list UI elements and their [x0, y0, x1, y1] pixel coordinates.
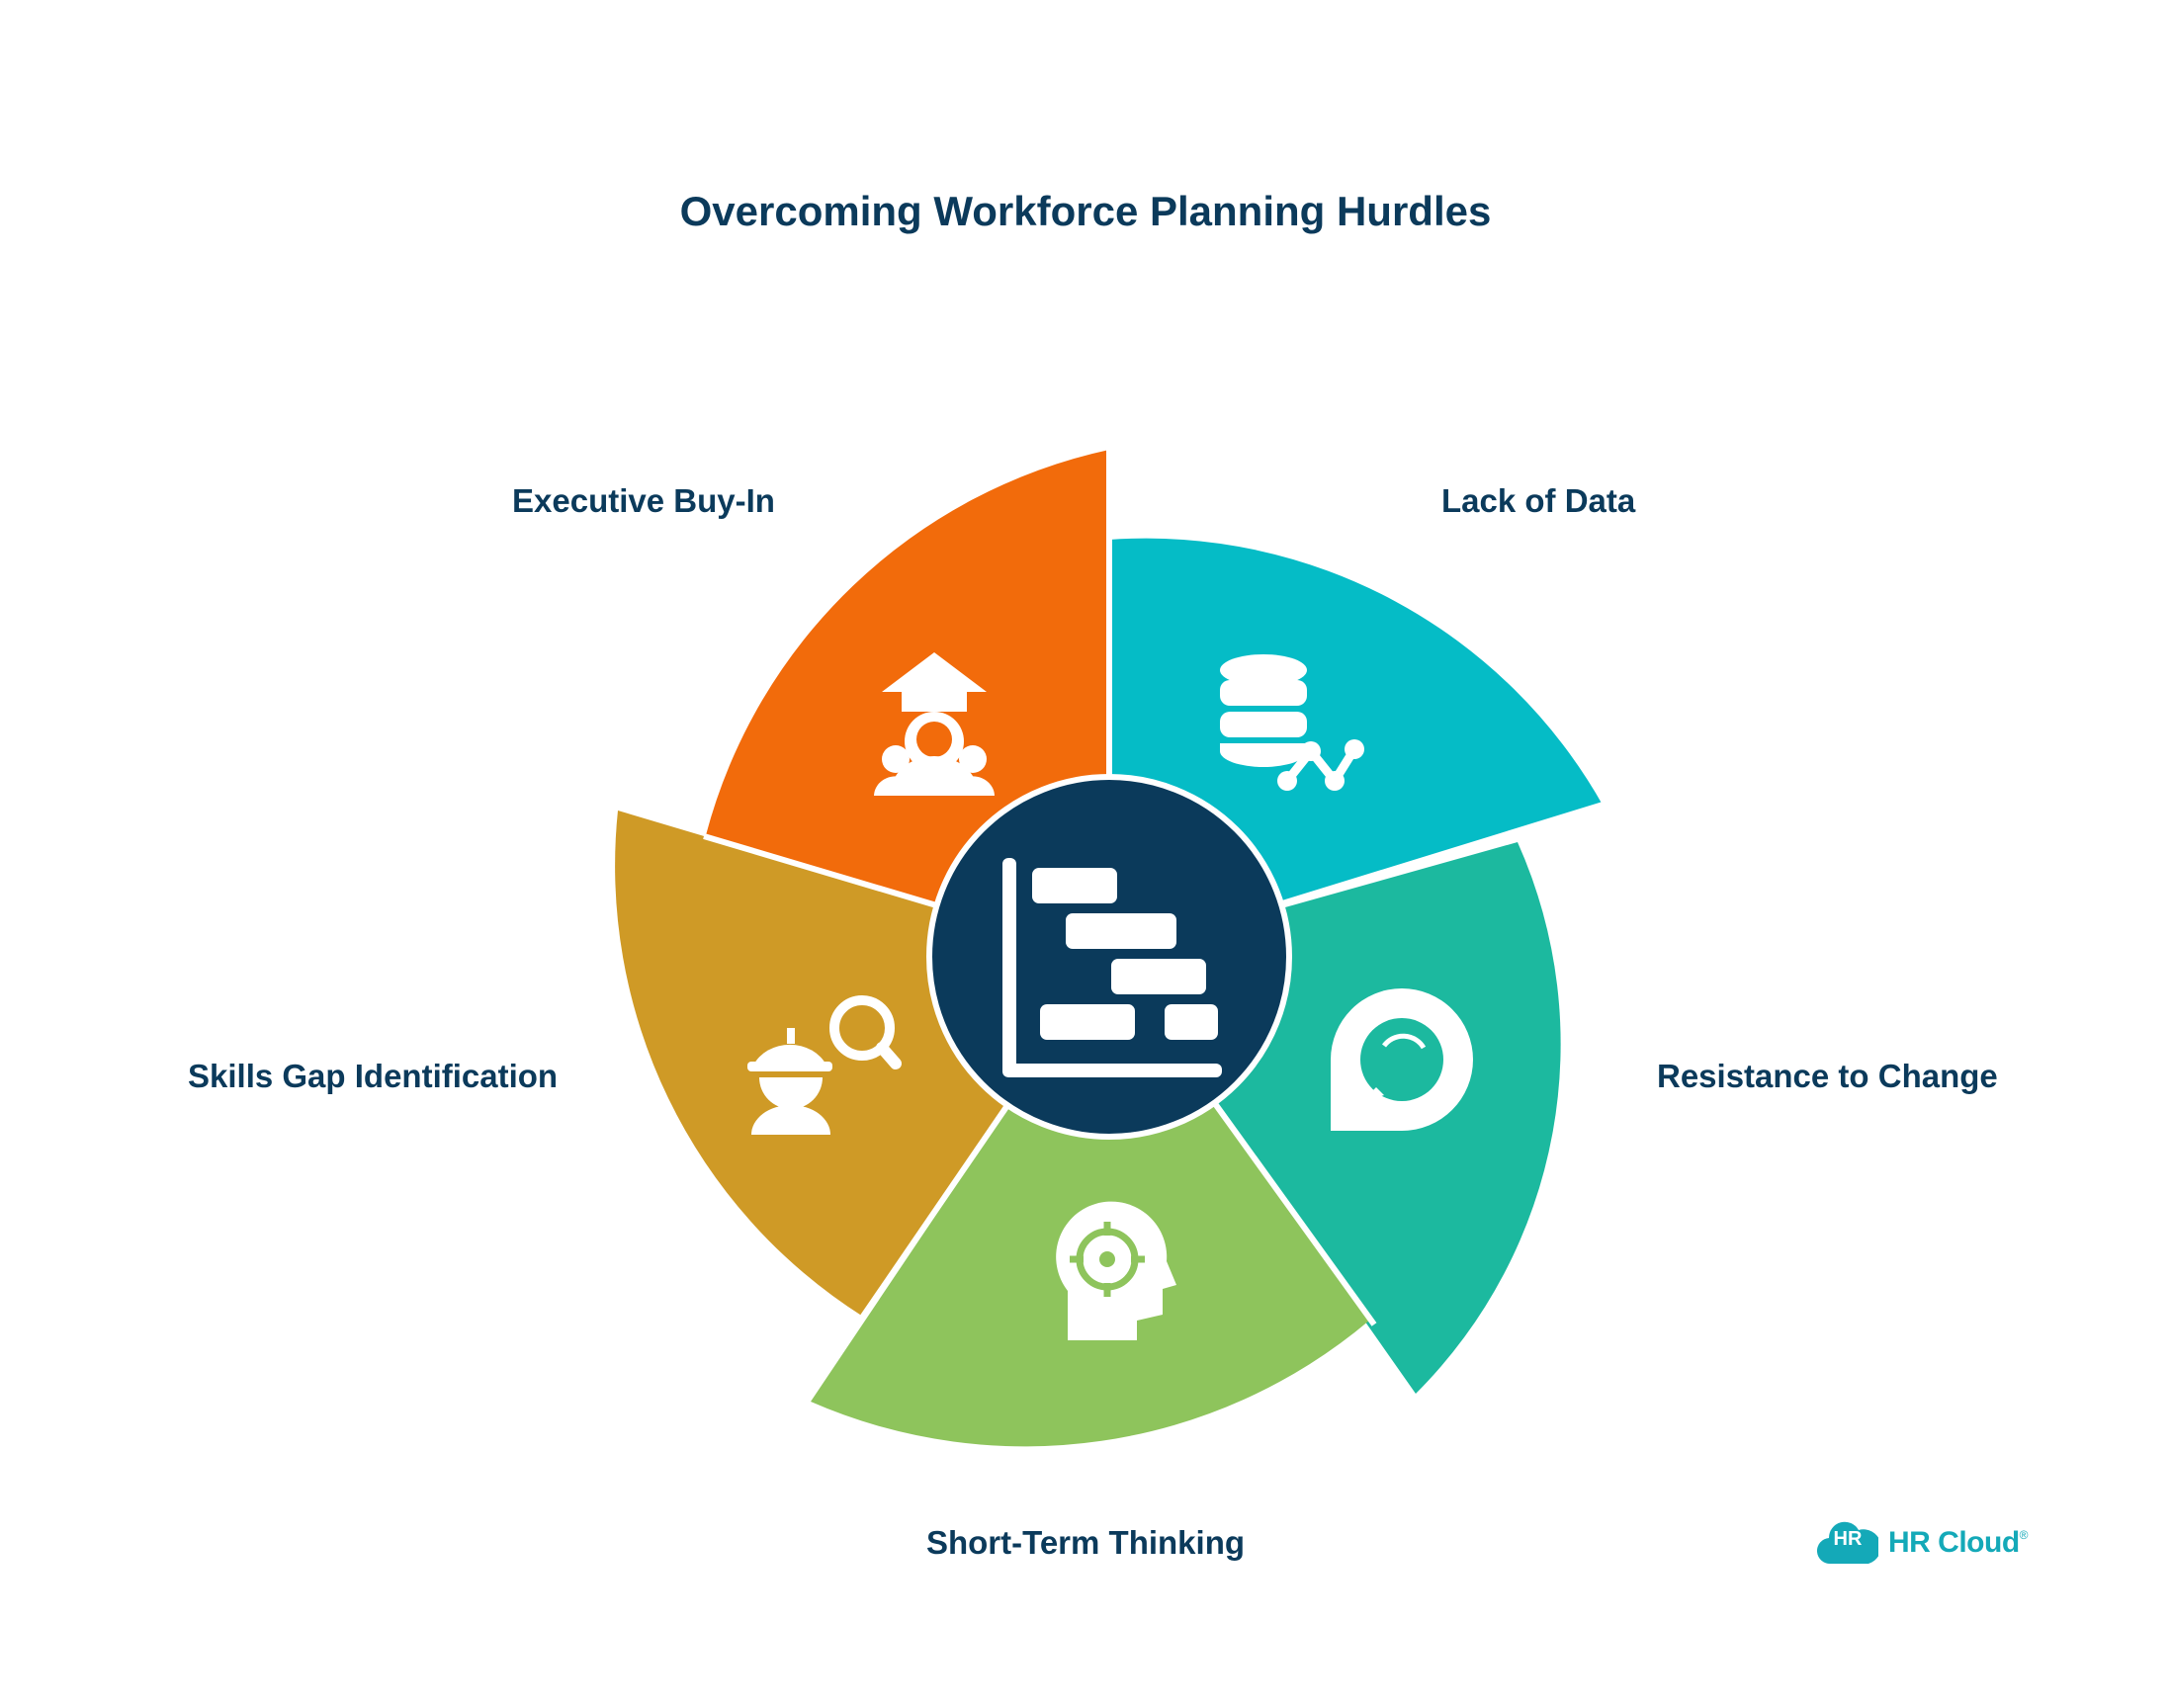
- segment-short-term-thinking: [811, 957, 1369, 1447]
- label-skills-gap-identification: Skills Gap Identification: [188, 1058, 559, 1094]
- logo-registered-mark: ®: [2019, 1528, 2029, 1542]
- logo-name: HR Cloud: [1888, 1526, 2020, 1559]
- page-title: Overcoming Workforce Planning Hurdles: [679, 188, 1492, 234]
- leader-arrow-icon: [874, 652, 995, 796]
- hr-cloud-logo: HR HR Cloud ®: [1816, 1517, 2029, 1569]
- database-chart-icon: [1220, 654, 1364, 791]
- gantt-chart-icon: [1002, 858, 1222, 1077]
- center-circle: [926, 774, 1292, 1140]
- label-executive-buy-in: Executive Buy-In: [512, 482, 775, 519]
- label-resistance-to-change: Resistance to Change: [1657, 1058, 1998, 1094]
- cloud-icon: HR: [1816, 1520, 1881, 1566]
- head-target-icon: [1056, 1201, 1176, 1340]
- worker-search-icon: [747, 995, 902, 1135]
- logo-badge: HR: [1833, 1528, 1863, 1550]
- label-lack-of-data: Lack of Data: [1441, 482, 1636, 519]
- label-short-term-thinking: Short-Term Thinking: [925, 1524, 1246, 1561]
- chat-bubble-icon: [1331, 988, 1473, 1131]
